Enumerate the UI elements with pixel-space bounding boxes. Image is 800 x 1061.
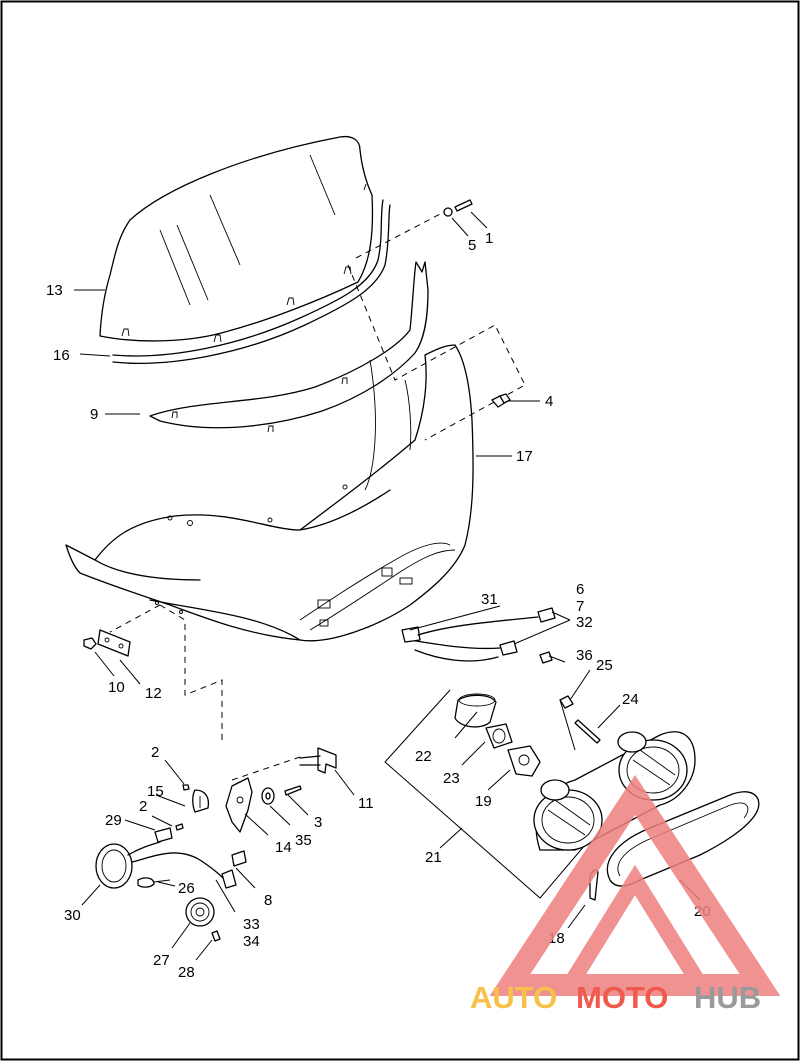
windshield-part xyxy=(99,135,374,343)
callout-16: 16 xyxy=(53,347,70,364)
callout-24: 24 xyxy=(622,691,639,708)
callout-7: 7 xyxy=(576,598,584,615)
callout-10: 10 xyxy=(108,679,125,696)
callout-8: 8 xyxy=(264,892,272,909)
callout-2a: 2 xyxy=(151,744,159,761)
callout-labels: 1 5 4 13 16 9 17 6 7 31 32 36 25 24 10 1… xyxy=(46,230,711,981)
callout-32: 32 xyxy=(576,614,593,631)
callout-28: 28 xyxy=(178,964,195,981)
callout-5: 5 xyxy=(468,237,476,254)
callout-12: 12 xyxy=(145,685,162,702)
callout-15: 15 xyxy=(147,783,164,800)
callout-3: 3 xyxy=(314,814,322,831)
callout-23: 23 xyxy=(443,770,460,787)
callout-33: 33 xyxy=(243,916,260,933)
windshield-trim-part xyxy=(112,199,391,364)
leader-lines xyxy=(74,211,701,961)
callout-22: 22 xyxy=(415,748,432,765)
watermark-word-auto: AUTO xyxy=(470,980,557,1015)
callout-9: 9 xyxy=(90,406,98,423)
callout-4: 4 xyxy=(545,393,553,410)
windshield-seal-part xyxy=(149,261,429,433)
callout-14: 14 xyxy=(275,839,292,856)
watermark-word-moto: MOTO xyxy=(576,980,668,1015)
callout-13: 13 xyxy=(46,282,63,299)
watermark-word-hub: HUB xyxy=(694,980,761,1015)
callout-29: 29 xyxy=(105,812,122,829)
watermark-logo xyxy=(489,774,781,996)
callout-25: 25 xyxy=(596,657,613,674)
alignment-lines xyxy=(109,212,526,781)
callout-11: 11 xyxy=(358,795,374,812)
callout-17: 17 xyxy=(516,448,533,465)
watermark-text: AUTO MOTO HUB xyxy=(470,980,761,1015)
callout-26: 26 xyxy=(178,880,195,897)
callout-36: 36 xyxy=(576,647,593,664)
mount-plate-parts xyxy=(83,629,131,657)
callout-34: 34 xyxy=(243,933,260,950)
callout-21: 21 xyxy=(425,849,442,866)
callout-6: 6 xyxy=(576,581,584,598)
callout-27: 27 xyxy=(153,952,170,969)
callout-31: 31 xyxy=(481,591,498,608)
callout-30: 30 xyxy=(64,907,81,924)
inner-fairing-part xyxy=(65,344,474,642)
callout-2b: 2 xyxy=(139,798,147,815)
callout-1: 1 xyxy=(485,230,493,247)
top-screw-parts xyxy=(443,199,511,408)
callout-19: 19 xyxy=(475,793,492,810)
marker-light-assembly xyxy=(95,747,337,942)
callout-35: 35 xyxy=(295,832,312,849)
